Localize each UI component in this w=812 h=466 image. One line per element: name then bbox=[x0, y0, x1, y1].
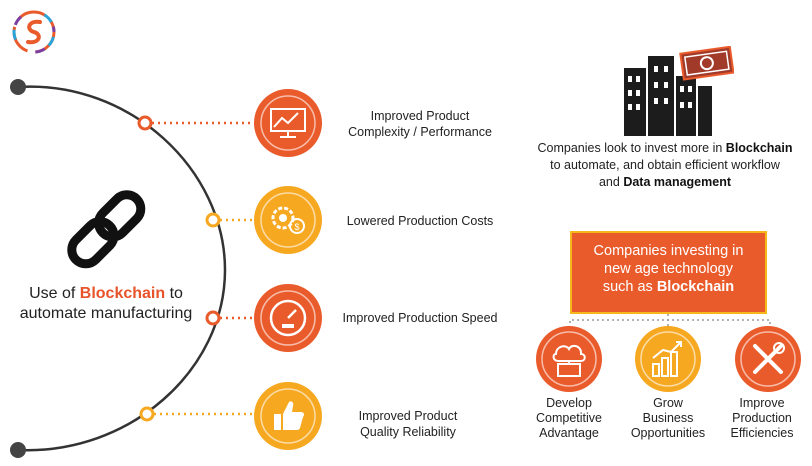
box-line1: Companies investing in bbox=[593, 243, 744, 259]
invest-l1-prefix: Companies look to invest more in bbox=[537, 141, 726, 155]
benefit-1-line1: Improved Product bbox=[370, 109, 470, 123]
outcome-2-line1: Grow bbox=[653, 396, 683, 410]
center-line2: automate manufacturing bbox=[19, 305, 193, 322]
brand-logo bbox=[12, 10, 56, 54]
box-line3-bold: Blockchain bbox=[656, 279, 735, 295]
outcome-1-line1: Develop bbox=[546, 396, 592, 410]
invest-l2: to automate, and obtain efficient workfl… bbox=[550, 158, 780, 172]
growth-chart-icon bbox=[635, 326, 701, 392]
outcome-1-line3: Advantage bbox=[539, 426, 599, 440]
benefit-1-line2: Complexity / Performance bbox=[348, 125, 492, 139]
invest-caption: Companies look to invest more in Blockch… bbox=[520, 140, 810, 191]
outcome-3-line1: Improve bbox=[739, 396, 785, 410]
benefit-3-line1: Improved Production Speed bbox=[342, 311, 498, 325]
benefit-label-2: Lowered Production Costs bbox=[325, 213, 515, 229]
outcome-3-line2: Production bbox=[732, 411, 792, 425]
center-suffix: to bbox=[165, 285, 183, 302]
center-prefix: Use of bbox=[29, 285, 80, 302]
invest-l3-bold: Data management bbox=[623, 175, 732, 189]
invest-l1-bold: Blockchain bbox=[725, 141, 793, 155]
benefit-label-3: Improved Production Speed bbox=[325, 310, 515, 326]
center-caption: Use of Blockchain to automate manufactur… bbox=[6, 284, 206, 324]
box-line2: new age technology bbox=[604, 261, 733, 277]
bracket-connector bbox=[569, 319, 771, 328]
svg-text:$: $ bbox=[294, 222, 299, 232]
building-money-icon bbox=[624, 46, 734, 136]
speedometer-icon bbox=[254, 284, 322, 352]
monitor-chart-icon bbox=[254, 89, 322, 157]
outcome-1-line2: Competitive bbox=[536, 411, 602, 425]
outcome-label-1: Develop Competitive Advantage bbox=[519, 396, 619, 441]
tools-icon bbox=[735, 326, 801, 392]
gear-coin-icon: $ bbox=[254, 186, 322, 254]
benefit-2-line1: Lowered Production Costs bbox=[346, 214, 494, 228]
benefit-label-1: Improved Product Complexity / Performanc… bbox=[325, 108, 515, 140]
outcome-2-line3: Opportunities bbox=[630, 426, 706, 440]
thumbs-up-icon bbox=[254, 382, 322, 450]
center-highlight: Blockchain bbox=[79, 285, 166, 302]
benefit-4-line1: Improved Product bbox=[358, 409, 458, 423]
investing-box: Companies investing in new age technolog… bbox=[570, 231, 767, 314]
outcome-2-line2: Business bbox=[642, 411, 694, 425]
cloud-devices-icon bbox=[536, 326, 602, 392]
box-line3-prefix: such as bbox=[602, 279, 657, 295]
outcome-label-2: Grow Business Opportunities bbox=[618, 396, 718, 441]
chain-link-icon bbox=[67, 190, 146, 269]
outcome-3-line3: Efficiencies bbox=[730, 426, 794, 440]
benefit-4-line2: Quality Reliability bbox=[360, 425, 456, 439]
outcome-label-3: Improve Production Efficiencies bbox=[712, 396, 812, 441]
invest-l3-prefix: and bbox=[598, 175, 624, 189]
benefit-label-4: Improved Product Quality Reliability bbox=[313, 408, 503, 440]
